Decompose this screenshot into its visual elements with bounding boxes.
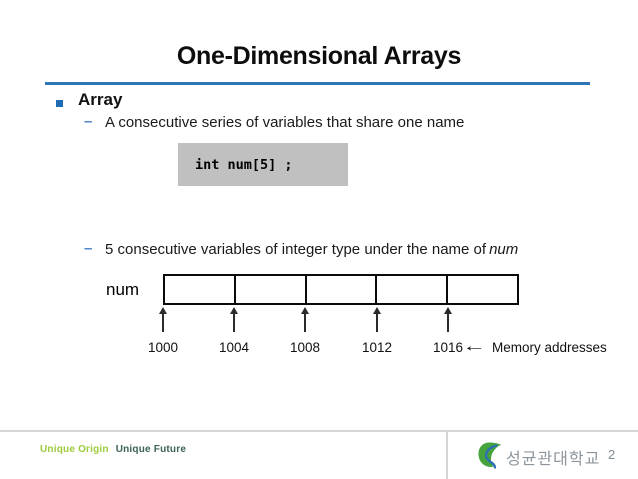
dash-icon: –: [84, 113, 93, 130]
sub-bullet-description: 5 consecutive variables of integer type …: [105, 241, 518, 258]
memory-address: 1000: [147, 340, 179, 355]
page-title: One-Dimensional Arrays: [176, 42, 462, 70]
university-name: 성균관대학교: [506, 451, 601, 468]
motto-part1: Unique Origin: [40, 444, 109, 455]
university-motto: Unique Origin Unique Future: [40, 444, 186, 455]
array-cell: [448, 276, 517, 303]
up-arrow-icon: [230, 307, 237, 332]
variable-name-emphasis: num: [489, 241, 519, 258]
left-arrow-icon: ←: [462, 338, 486, 355]
sub-bullet-definition: A consecutive series of variables that s…: [105, 114, 465, 131]
array-cells: [163, 274, 519, 305]
up-arrow-icon: [444, 307, 451, 332]
array-cell: [236, 276, 307, 303]
up-arrow-icon: [373, 307, 380, 332]
memory-address: 1008: [289, 340, 321, 355]
bullet-square-icon: [56, 100, 63, 107]
page-number: 2: [608, 447, 616, 462]
dash-icon: –: [84, 240, 93, 257]
footer-vertical-divider: [446, 430, 448, 479]
up-arrow-icon: [301, 307, 308, 332]
array-cell: [165, 276, 236, 303]
array-cell: [307, 276, 378, 303]
array-cell: [377, 276, 449, 303]
up-arrow-icon: [159, 307, 166, 332]
memory-address: 1004: [218, 340, 250, 355]
memory-address: 1012: [361, 340, 393, 355]
code-box: int num[5] ;: [178, 143, 348, 186]
bullet-array-label: Array: [78, 90, 123, 109]
memory-address: 1016: [432, 340, 464, 355]
motto-part2: Unique Future: [115, 444, 187, 455]
code-declaration: int num[5] ;: [195, 156, 293, 173]
memory-addresses-annotation: Memory addresses: [492, 340, 607, 355]
sub-bullet-description-text: 5 consecutive variables of integer type …: [105, 241, 487, 258]
array-name-label: num: [106, 280, 140, 299]
footer-divider: [0, 430, 638, 432]
title-underline: [45, 82, 590, 85]
university-logo-icon: [478, 442, 502, 469]
